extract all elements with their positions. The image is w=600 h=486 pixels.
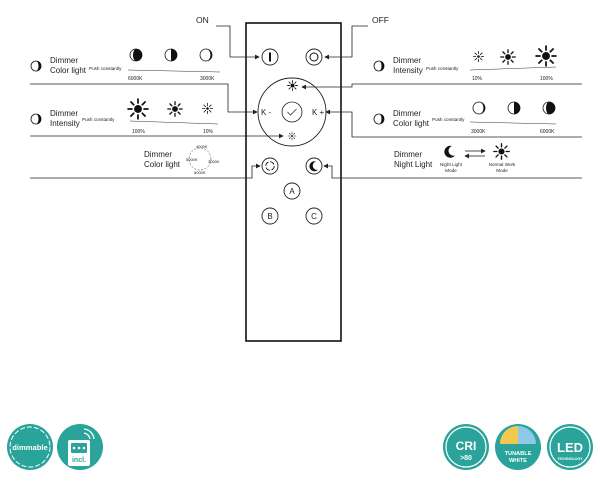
- sun-small-icon: [472, 50, 485, 63]
- dimmer-label: Dimmer: [50, 109, 78, 118]
- sun-icon: [493, 143, 510, 160]
- dimmable-badge: dimmable: [7, 424, 53, 470]
- push-constantly-label: Push constantly: [432, 117, 465, 122]
- sun-large-icon: [127, 98, 149, 120]
- push-constantly-label: Push constantly: [82, 117, 115, 122]
- brightness-down-icon[interactable]: [287, 131, 297, 141]
- dimmer-intensity-left: Dimmer Intensity Push constantly 100% 10…: [30, 98, 219, 135]
- scene-c-label: C: [311, 212, 317, 221]
- scene-a-label: A: [289, 187, 295, 196]
- power-off-icon: [309, 52, 319, 62]
- sun-medium-icon: [500, 49, 516, 65]
- intensity-label: Intensity: [393, 66, 423, 75]
- normal-work-mode-label-1: Normal Work: [489, 162, 516, 167]
- cri-value-text: >80: [460, 455, 472, 462]
- dimmer-label: Dimmer: [394, 150, 422, 159]
- tick-6000k: 6000K: [128, 76, 143, 82]
- cycle-button[interactable]: [261, 157, 279, 175]
- scene-c-button[interactable]: C: [305, 207, 323, 225]
- scene-b-label: B: [267, 212, 272, 221]
- on-label: ON: [196, 15, 209, 25]
- power-on-button[interactable]: [261, 48, 279, 66]
- intensity-label: Intensity: [50, 119, 80, 128]
- remote-incl-badge: incl.: [57, 424, 103, 470]
- sun-medium-icon: [167, 101, 183, 117]
- check-icon: [287, 108, 297, 116]
- half-moon-icon: [373, 113, 385, 125]
- night-light-mode-label-1: Night Light: [440, 162, 463, 167]
- scene-b-button[interactable]: B: [261, 207, 279, 225]
- color-temp-icons: [472, 101, 556, 115]
- night-light-label: Night Light: [394, 160, 433, 169]
- cycle-label-3000k: 3000K: [208, 159, 220, 164]
- color-light-label: Color light: [50, 66, 87, 75]
- dimmable-text: dimmable: [12, 443, 47, 452]
- dimmer-label: Dimmer: [50, 56, 78, 65]
- led-technology-text: TECHNOLOGY: [557, 457, 583, 461]
- cycle-label-6000k: 6000K: [194, 170, 206, 175]
- color-light-label: Color light: [144, 160, 181, 169]
- brightness-up-icon[interactable]: [287, 80, 298, 91]
- tick-10: 10%: [472, 76, 483, 82]
- cri-badge: CRI >80: [443, 424, 489, 470]
- dimmer-intensity-top-right: Dimmer Intensity Push constantly 10% 100…: [373, 45, 557, 82]
- dimmer-color-light-right: Dimmer Color light Push constantly 3000K…: [373, 101, 557, 135]
- tick-6000k: 6000K: [540, 129, 555, 135]
- dimmer-label: Dimmer: [144, 150, 172, 159]
- crescent-moon-icon: [444, 145, 455, 158]
- tunable-text: TUNABLE: [505, 451, 532, 457]
- night-mode-button[interactable]: [305, 157, 323, 175]
- k-minus-label[interactable]: K -: [261, 108, 272, 117]
- off-label: OFF: [372, 15, 389, 25]
- dimmer-color-light-cycle: Dimmer Color light 4000K 3000K 5000K 600…: [144, 144, 220, 175]
- cri-text: CRI: [456, 439, 477, 453]
- tick-100: 100%: [540, 76, 553, 82]
- dimmer-color-light-top-left: Dimmer Color light Push constantly 6000K…: [30, 48, 221, 82]
- crescent-moon-icon: [309, 161, 318, 172]
- normal-work-mode-label-2: Mode: [496, 168, 508, 173]
- control-dial[interactable]: K - K +: [257, 77, 327, 147]
- half-moon-icon: [373, 60, 385, 72]
- dimmer-label: Dimmer: [393, 109, 421, 118]
- center-button[interactable]: [281, 101, 303, 123]
- incl-text: incl.: [72, 457, 86, 464]
- push-constantly-label: Push constantly: [426, 66, 459, 71]
- cycle-label-4000k: 4000K: [196, 144, 208, 149]
- push-constantly-label: Push constantly: [89, 66, 122, 71]
- scene-a-button[interactable]: A: [283, 182, 301, 200]
- color-temp-icons: [129, 48, 213, 62]
- led-badge: LED TECHNOLOGY: [547, 424, 593, 470]
- tick-3000k: 3000K: [200, 76, 215, 82]
- power-off-button[interactable]: [305, 48, 323, 66]
- remote-body: [245, 22, 342, 342]
- tick-10: 10%: [203, 129, 214, 135]
- tunable-white-badge: TUNABLE WHITE: [495, 424, 541, 470]
- led-text: LED: [557, 440, 583, 455]
- k-plus-label[interactable]: K +: [312, 108, 325, 117]
- cycle-ring: [188, 147, 212, 171]
- dimmer-night-light: Dimmer Night Light Night Light Mode Norm…: [394, 143, 516, 173]
- tick-100: 100%: [132, 129, 145, 135]
- color-light-label: Color light: [393, 119, 430, 128]
- night-light-mode-label-2: Mode: [445, 168, 457, 173]
- dimmer-label: Dimmer: [393, 56, 421, 65]
- sun-small-icon: [201, 102, 214, 115]
- toggle-arrows-icon: [464, 148, 486, 159]
- connector-lines: [30, 25, 582, 179]
- white-text: WHITE: [509, 458, 527, 464]
- half-moon-icon: [30, 113, 42, 125]
- cycle-icon: [265, 161, 275, 171]
- half-moon-icon: [30, 60, 42, 72]
- tick-3000k: 3000K: [471, 129, 486, 135]
- sun-large-icon: [535, 45, 557, 67]
- cycle-label-5000k: 5000K: [186, 157, 198, 162]
